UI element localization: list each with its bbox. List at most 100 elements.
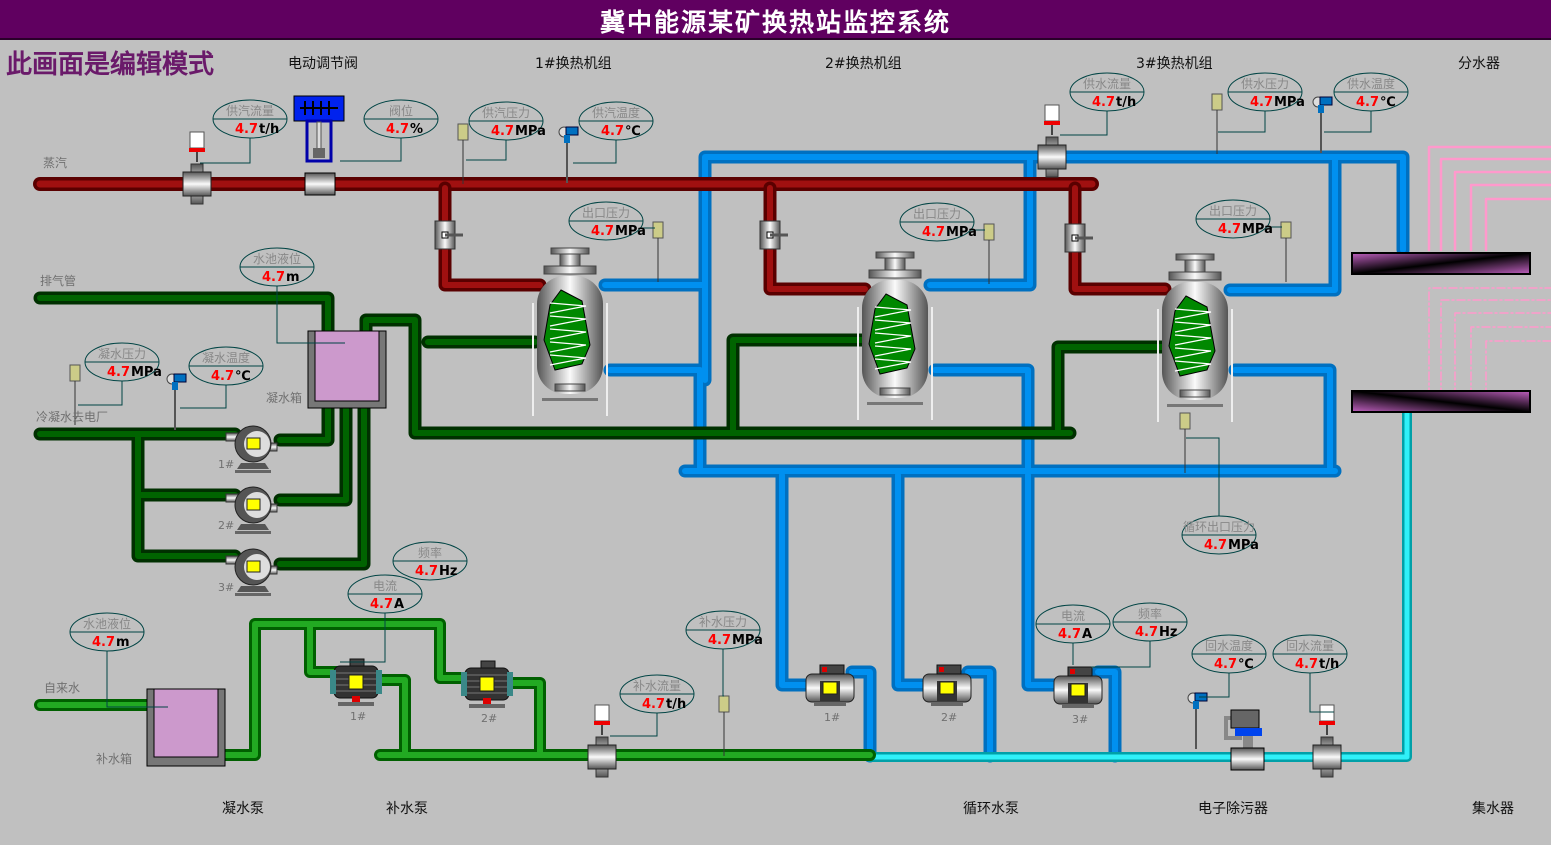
tag-unit: A (394, 597, 404, 612)
tag-title: 频率 (418, 545, 442, 560)
status-indicator (246, 560, 261, 573)
leader-line (610, 713, 658, 737)
supply-flow-meter[interactable] (1037, 104, 1067, 178)
heat-exchangers (532, 247, 1233, 422)
tag-value: 4.7 (922, 225, 945, 240)
tag-title: 供水温度 (1347, 76, 1395, 91)
tag-valve-pos[interactable]: 阀位4.7% (340, 99, 439, 162)
tag-value: 4.7 (235, 122, 258, 137)
makeup-pressure-transmitter[interactable] (718, 695, 730, 756)
circulation-pump-1[interactable]: 1# (805, 664, 855, 724)
steam-valve-3[interactable] (1064, 223, 1093, 253)
steam-valve-1[interactable] (434, 220, 463, 250)
tag-unit: MPa (1228, 538, 1259, 553)
makeup-flow-meter[interactable] (587, 704, 617, 778)
circulation-pump-3[interactable]: 3# (1053, 666, 1103, 726)
outlet-pressure-transmitter-2[interactable] (983, 223, 995, 284)
return-temp-transmitter[interactable] (1187, 692, 1208, 749)
leader-line (1091, 641, 1151, 668)
tag-value: 4.7 (1058, 627, 1081, 642)
leader-line (78, 381, 123, 406)
condensate-temp-transmitter[interactable] (166, 373, 187, 430)
electric-regulating-valve[interactable] (293, 95, 345, 196)
condensate-pressure-transmitter[interactable] (69, 364, 81, 425)
label-tap-water: 自来水 (44, 681, 80, 695)
labels: 电动调节阀 1#换热机组 2#换热机组 3#换热机组 分水器 凝水泵 补水泵 循… (36, 55, 1514, 817)
heat-exchanger-3[interactable] (1157, 253, 1233, 422)
tag-unit: A (1082, 627, 1092, 642)
tag-value: 4.7 (370, 597, 393, 612)
circulation-pump-2[interactable]: 2# (922, 664, 972, 724)
label-steam: 蒸汽 (43, 155, 67, 170)
makeup-pump-1[interactable]: 1# (330, 658, 382, 723)
makeup-pump-2[interactable]: 2# (461, 660, 513, 725)
tag-value: 4.7 (386, 122, 409, 137)
outlet-pressure-transmitter-1[interactable] (652, 221, 664, 282)
tag-value: 4.7 (708, 633, 731, 648)
electronic-descaler[interactable] (1224, 709, 1265, 771)
label-collector: 集水器 (1472, 800, 1514, 817)
return-flow-meter[interactable] (1312, 704, 1342, 778)
tag-title: 供汽流量 (226, 103, 274, 118)
tag-unit: MPa (515, 124, 546, 139)
condensate-pump-1[interactable]: 1# (218, 425, 278, 473)
tag-title: 出口压力 (582, 206, 630, 220)
heat-exchanger-2[interactable] (857, 251, 933, 420)
steam-flow-meter[interactable] (182, 131, 212, 205)
condensate-pump-2[interactable]: 2# (218, 486, 278, 534)
makeup-water-pipe (34, 618, 876, 761)
label-descaler: 电子除污器 (1198, 801, 1268, 817)
collector-branches (1428, 287, 1551, 413)
label-unit2: 2#换热机组 (825, 55, 902, 72)
supply-pressure-transmitter[interactable] (1211, 93, 1223, 154)
water-collector-header (1351, 390, 1531, 413)
distributor-branches (1427, 145, 1551, 252)
tag-title: 出口压力 (1209, 204, 1257, 218)
tag-value: 4.7 (211, 369, 234, 384)
condensate-pump-3[interactable]: 3# (218, 548, 278, 596)
outlet-pressure-transmitter-3[interactable] (1280, 221, 1292, 282)
supply-temp-transmitter[interactable] (1312, 96, 1333, 153)
steam-valve-2[interactable] (759, 220, 788, 250)
pipes (33, 145, 1551, 763)
steam-pressure-transmitter[interactable] (457, 123, 469, 184)
tag-unit: ℃ (235, 369, 251, 384)
tag-unit: ℃ (1380, 95, 1396, 110)
heat-exchanger-1[interactable] (532, 247, 608, 416)
tag-value: 4.7 (491, 124, 514, 139)
steam-temp-transmitter[interactable] (558, 126, 579, 183)
label-distributor: 分水器 (1458, 56, 1500, 72)
circ-outlet-pressure-transmitter[interactable] (1179, 412, 1191, 473)
leader-line (200, 138, 251, 164)
pump-number: 1# (824, 711, 840, 724)
tag-unit: ℃ (625, 124, 641, 139)
edit-mode-notice: 此画面是编辑模式 (6, 50, 215, 80)
leader-line (1218, 111, 1266, 133)
tag-unit: Hz (1159, 625, 1177, 640)
leader-line (340, 138, 402, 162)
tag-unit: t/h (1319, 657, 1339, 672)
tag-value: 4.7 (1214, 657, 1237, 672)
